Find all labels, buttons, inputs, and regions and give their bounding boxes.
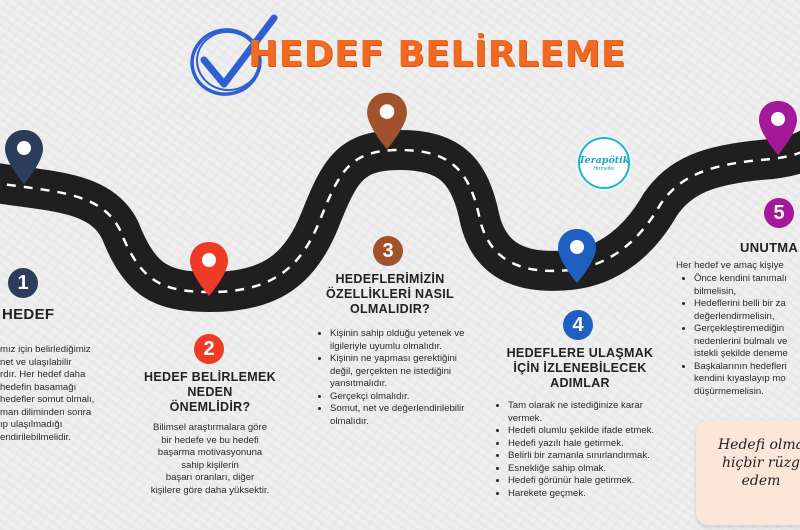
step-3-heading-line: ÖZELLİKLERİ NASIL: [325, 287, 454, 301]
step-3-heading-line: HEDEFLERİMİZİN: [335, 272, 445, 286]
step-2-heading-line: NEDEN: [187, 385, 233, 399]
step-1-line: mız için belirlediğimiz: [0, 344, 91, 355]
quote-card: Hedefi olma hiçbir rüzg edem: [696, 420, 800, 525]
step-2-heading: HEDEF BELİRLEMEK NEDEN ÖNEMLİDİR?: [128, 370, 292, 415]
step-1-number: 1: [8, 268, 38, 298]
step-5-heading: UNUTMA: [740, 240, 799, 255]
step-5-item: Önce kendini tanımalı bilmelisin,: [694, 273, 800, 298]
quote-line: hiçbir rüzg: [722, 455, 800, 471]
map-pin-icon-brown: [367, 92, 407, 150]
step-4-item: Harekete geçmek.: [508, 488, 671, 501]
step-3-body: Kişinin sahip olduğu yetenek ve ilgileri…: [318, 328, 468, 428]
step-2-number: 2: [194, 334, 224, 364]
map-pin-icon-red: [190, 242, 228, 296]
step-4-heading-line: HEDEFLERE ULAŞMAK: [506, 346, 654, 360]
step-4-body: Tam olarak ne istediğinize karar vermek.…: [496, 400, 671, 500]
brand-logo: Terapötik Hizmetler: [578, 137, 630, 189]
page-title: HEDEF BELİRLEME: [248, 34, 626, 75]
step-2-heading-line: ÖNEMLİDİR?: [169, 400, 251, 414]
step-1-line: man diliminden sonra: [0, 406, 92, 418]
map-pin-icon-blue: [558, 229, 596, 283]
step-1-heading: HEDEF: [2, 306, 55, 323]
step-2-line: Bilimsel araştırmalara göre: [152, 422, 268, 433]
step-3-item: Kişinin ne yapması gerektiğini değil, ge…: [330, 353, 468, 391]
step-3-item: Gerçekçi olmalıdır.: [330, 391, 468, 404]
step-4-item: Esnekliğe sahip olmak.: [508, 463, 671, 476]
step-3-number: 3: [373, 236, 403, 266]
step-4-item: Belirli bir zamanla sınırlandırmak.: [508, 450, 671, 463]
quote-line: Hedefi olma: [717, 437, 800, 453]
step-3-item: Somut, net ve değerlendirilebilir olmalı…: [330, 403, 468, 428]
step-4-item: Tam olarak ne istediğinize karar vermek.: [508, 400, 671, 425]
step-4-item: Hedefi yazılı hale getirmek.: [508, 438, 671, 451]
step-2-line: bir hedefe ve bu hedefi: [161, 434, 259, 446]
brand-logo-text: Terapötik: [578, 154, 630, 166]
step-4-heading-line: ADIMLAR: [550, 376, 610, 390]
step-3-heading: HEDEFLERİMİZİN ÖZELLİKLERİ NASIL OLMALID…: [316, 272, 464, 317]
step-5-item: Başkalarının hedefleri kendini kıyaslayı…: [694, 361, 800, 399]
step-2-line: başarı oranları, diğer: [165, 472, 255, 483]
step-2-body: Bilimsel araştırmalara göre bir hedefe v…: [125, 422, 295, 497]
map-pin-icon-navy: [5, 130, 43, 184]
step-5-item: Gerçekleştiremediğin nedenlerini bulmalı…: [694, 323, 800, 361]
step-4-item: Hedefi görünür hale getirmek.: [508, 475, 671, 488]
step-1-line: endirilebilmelidir.: [0, 431, 71, 443]
step-5-item: Hedeflerini belli bir za değerlendirmeli…: [694, 298, 800, 323]
brand-logo-subtext: Hizmetler: [593, 165, 615, 172]
step-2-line: başarma motivasyonuna: [157, 447, 263, 458]
quote-line: edem: [741, 473, 781, 489]
step-4-item: Hedefi olumlu şekilde ifade etmek.: [508, 425, 671, 438]
step-1-line: net ve ulaşılabilir: [0, 356, 72, 368]
quote-clip: Hedefi olma hiçbir rüzg edem: [690, 414, 800, 530]
step-1-body: mız için belirlediğimiz net ve ulaşılabi…: [0, 344, 115, 444]
step-2-heading-line: HEDEF BELİRLEMEK: [144, 370, 276, 384]
step-5-number: 5: [764, 198, 794, 228]
step-2-line: kişilere göre daha yüksektir.: [150, 484, 270, 496]
step-1-line: ıp ulaşılmadığı: [0, 419, 63, 430]
step-1-line: rdır. Her hedef daha: [0, 369, 86, 380]
step-5-intro: Her hedef ve amaç kişiye: [676, 260, 784, 271]
step-3-heading-line: OLMALIDIR?: [349, 302, 431, 316]
step-1-line: hedefler somut olmalı,: [0, 394, 95, 405]
check-mark-icon: [190, 14, 278, 96]
step-1-line: hedefin basamağı: [0, 381, 77, 393]
step-4-number: 4: [563, 310, 593, 340]
step-3-item: Kişinin sahip olduğu yetenek ve ilgileri…: [330, 328, 468, 353]
step-4-heading-line: İÇİN İZLENEBİLECEK: [513, 361, 647, 375]
step-5-body: Önce kendini tanımalı bilmelisin, Hedefl…: [682, 273, 800, 398]
step-4-heading: HEDEFLERE ULAŞMAK İÇİN İZLENEBİLECEK ADI…: [500, 346, 660, 391]
step-2-line: sahip kişilerin: [181, 459, 239, 471]
map-pin-icon-purple: [759, 101, 797, 155]
